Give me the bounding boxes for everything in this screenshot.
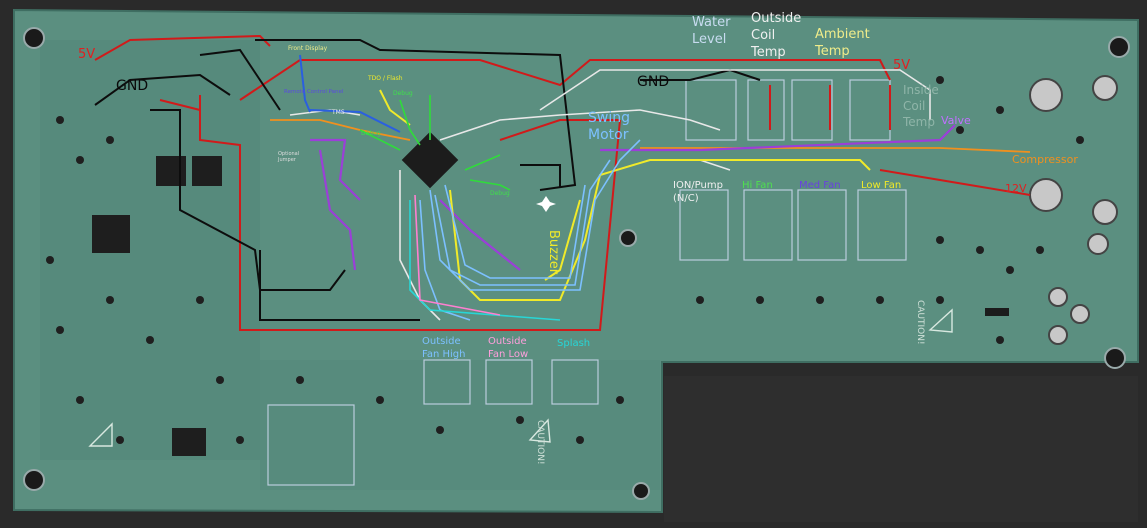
board-panel-left xyxy=(40,40,260,460)
connectors xyxy=(267,79,907,486)
label-outside-fan-low-line1: Outside xyxy=(488,336,527,347)
label-outside-coil-temp-line2: Coil xyxy=(751,28,775,43)
label-remote-control: Remote Control Panel xyxy=(284,89,344,95)
label-ambient-temp-line2: Temp xyxy=(814,44,850,59)
label-tdo-flash: TDO / Flash xyxy=(367,75,403,82)
label-optional-jumper: Optional Jumper xyxy=(277,151,301,163)
label-gnd-right: GND xyxy=(637,74,669,90)
traces-pink xyxy=(414,194,501,316)
label-hi-fan: Hi Fan xyxy=(742,180,773,191)
marker-star xyxy=(536,196,556,212)
caution-triangles xyxy=(88,308,953,447)
label-ion-pump: ION/Pump (N/C) xyxy=(673,180,726,204)
label-debug-mid: Debug xyxy=(361,130,381,137)
label-inside-coil-temp-line2: Coil xyxy=(903,99,925,113)
board-cutout xyxy=(664,376,1138,522)
solder-pads xyxy=(46,76,1084,444)
mounting-holes xyxy=(23,27,1130,500)
label-12v: 12V xyxy=(1005,182,1027,195)
label-debug-right: Debug xyxy=(490,190,510,197)
label-debug-top: Debug xyxy=(393,90,413,97)
label-swing-motor-line2: Motor xyxy=(588,127,629,143)
label-valve: Valve xyxy=(941,114,971,127)
label-outside-coil-temp-line1: Outside xyxy=(751,11,801,26)
label-water-level-line2: Level xyxy=(692,32,726,47)
label-outside-fan-low-line2: Fan Low xyxy=(488,349,528,360)
label-ambient-temp-line1: Ambient xyxy=(815,27,870,42)
board-panel-bottom xyxy=(260,360,660,490)
label-swing-motor: Swing Motor xyxy=(588,110,634,143)
label-outside-fan-high-line1: Outside xyxy=(422,336,461,347)
label-compressor: Compressor xyxy=(1012,153,1078,166)
label-splash: Splash xyxy=(557,338,590,349)
label-water-level: Water Level xyxy=(692,15,735,47)
label-water-level-line1: Water xyxy=(692,15,731,30)
label-med-fan: Med Fan xyxy=(799,180,841,191)
label-ion-pump-line1: ION/Pump xyxy=(673,180,723,191)
label-buzzer: Buzzer xyxy=(546,230,561,275)
label-outside-fan-high-line2: Fan High xyxy=(422,349,465,360)
label-5v-left: 5V xyxy=(78,47,95,62)
label-ambient-temp: Ambient Temp xyxy=(814,27,874,59)
label-front-display: Front Display xyxy=(288,45,328,52)
capacitors xyxy=(1029,75,1118,345)
silkscreen-caution-1: CAUTION! xyxy=(535,420,545,465)
traces-green xyxy=(359,95,511,191)
label-swing-motor-line1: Swing xyxy=(588,110,630,126)
traces-purple xyxy=(310,124,956,271)
silkscreen-caution-2: CAUTION! xyxy=(915,300,925,345)
traces-blue xyxy=(299,54,401,133)
label-optional-jumper-line1: Optional xyxy=(278,151,299,157)
label-inside-coil-temp-line1: Inside xyxy=(903,83,939,97)
label-inside-coil-temp-line3: Temp xyxy=(902,115,935,129)
traces-lightblue xyxy=(419,139,641,321)
label-outside-fan-low: Outside Fan Low xyxy=(488,336,530,360)
label-outside-coil-temp-line3: Temp xyxy=(750,45,786,60)
label-5v-right: 5V xyxy=(893,58,910,73)
label-optional-jumper-line2: Jumper xyxy=(277,157,297,163)
label-outside-coil-temp: Outside Coil Temp xyxy=(750,11,805,60)
label-tms: TMS xyxy=(331,109,345,116)
label-ion-pump-line2: (N/C) xyxy=(673,193,699,204)
label-low-fan: Low Fan xyxy=(861,180,901,191)
traces-black xyxy=(94,39,761,321)
label-inside-coil-temp: Inside Coil Temp xyxy=(902,83,943,129)
label-outside-fan-high: Outside Fan High xyxy=(422,336,465,360)
label-gnd-left: GND xyxy=(116,78,148,94)
